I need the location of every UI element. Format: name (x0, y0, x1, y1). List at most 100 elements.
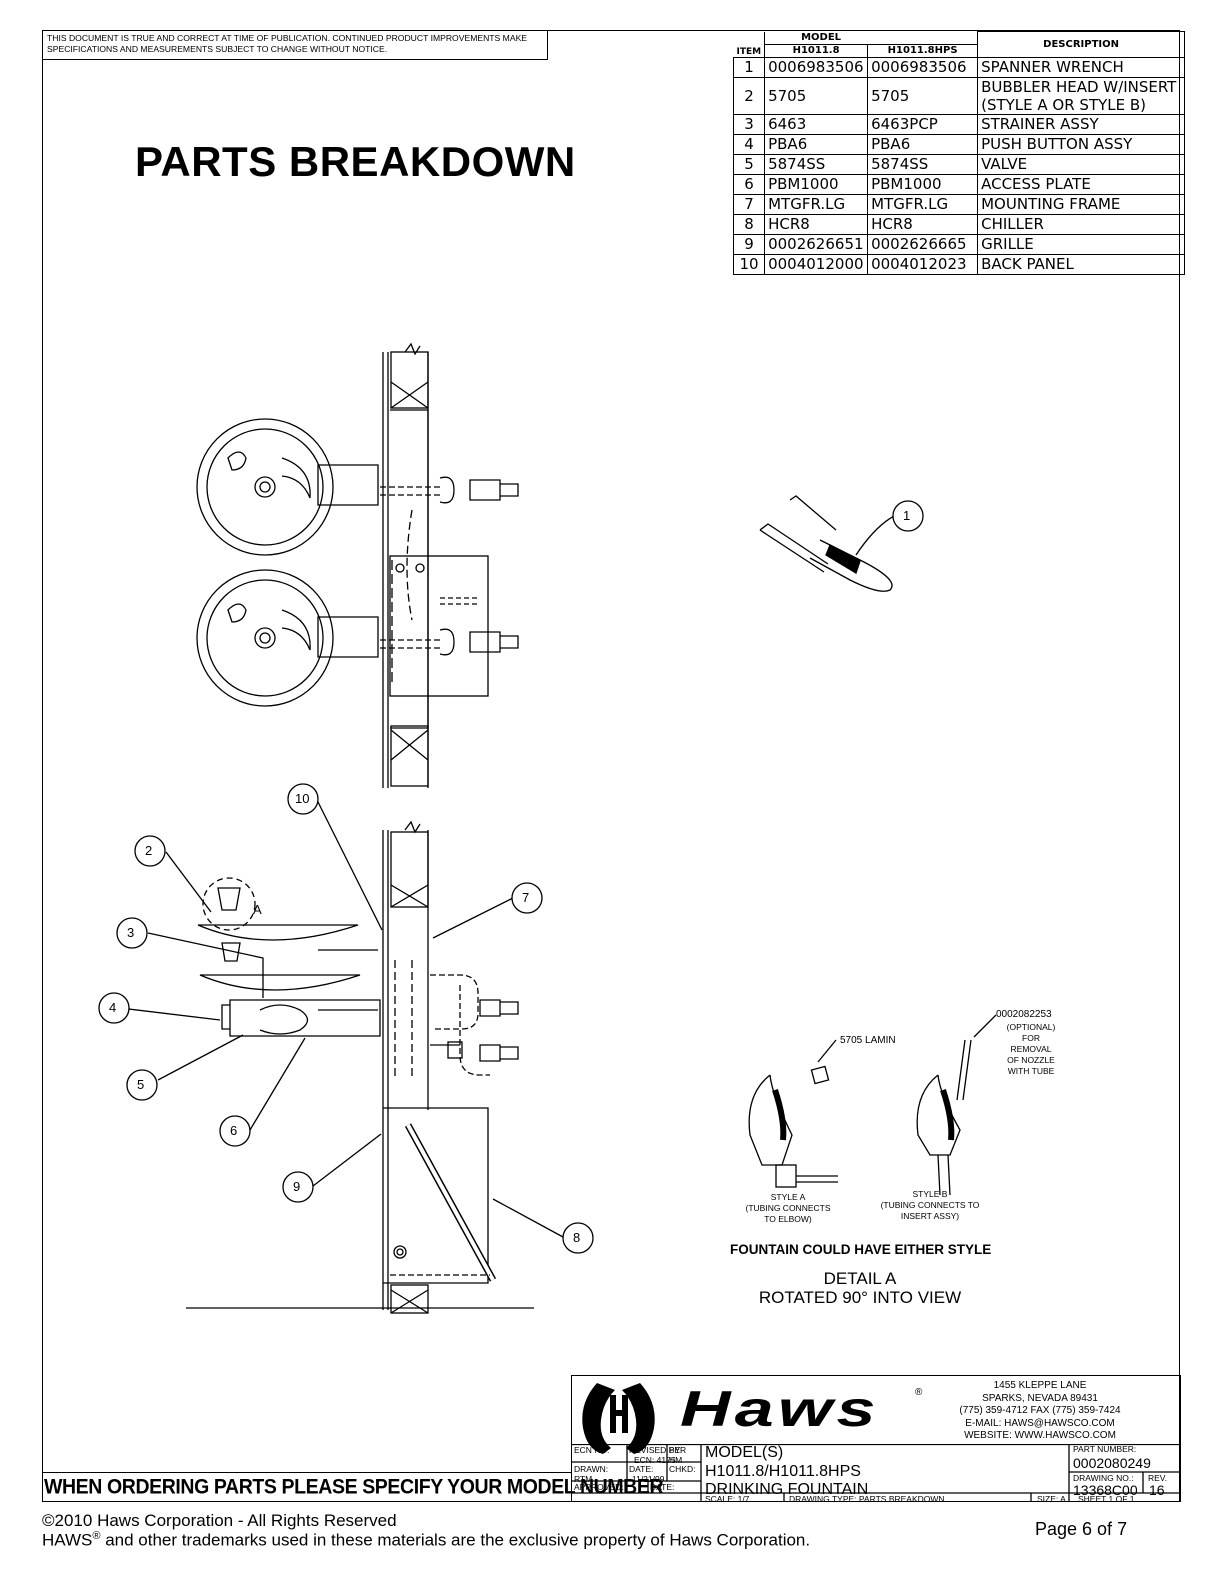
ordering-note: WHEN ORDERING PARTS PLEASE SPECIFY YOUR … (44, 1475, 664, 1499)
ecn-no-label: ECN NO. (574, 1445, 610, 1455)
date2-label: DATE: (650, 1482, 675, 1492)
drawn-value: RTM (574, 1474, 593, 1484)
description-text: PUSH BUTTON ASSY (981, 135, 1133, 153)
trademark-line: HAWS® and other trademarks used in these… (42, 1530, 811, 1550)
optional-note: (OPTIONAL) FOR REMOVAL OF NOZZLE WITH TU… (1006, 1022, 1056, 1076)
item-header: ITEM (733, 31, 766, 58)
callout-3-label: 3 (127, 925, 135, 940)
optional-part-number: 0002082253 (996, 1009, 1052, 1020)
model-b-cell: HCR8 (867, 213, 979, 235)
drawing-type-label: DRAWING TYPE: PARTS BREAKDOWN (789, 1494, 945, 1504)
description-text: MOUNTING FRAME (981, 195, 1121, 213)
drawing-no-value: 13368C00 (1073, 1482, 1138, 1498)
callout-10-bubble (287, 783, 319, 815)
detail-a-marker: A (253, 902, 262, 917)
title-block (571, 1375, 1181, 1502)
callout-7-bubble (511, 882, 543, 914)
copyright-line: ©2010 Haws Corporation - All Rights Rese… (42, 1511, 397, 1530)
description-cell: BACK PANEL (977, 253, 1186, 275)
sheet-label: SHEET 1 OF 1 (1078, 1494, 1135, 1504)
callout-5-bubble (126, 1069, 158, 1101)
callout-9-bubble (282, 1171, 314, 1203)
date-label: DATE: (629, 1464, 654, 1474)
disclaimer-box: THIS DOCUMENT IS TRUE AND CORRECT AT TIM… (42, 30, 548, 60)
ordering-note-box (42, 1472, 572, 1502)
description-text: VALVE (981, 155, 1028, 173)
revised-per-value: ECN: 4175 (634, 1455, 676, 1465)
approved-label: APPROVED: (574, 1482, 624, 1492)
by-value: HM (669, 1455, 683, 1465)
callout-8-label: 8 (573, 1230, 581, 1245)
size-label: SIZE: A (1037, 1494, 1066, 1504)
model-a-cell: 0006983506 (764, 56, 869, 78)
description-text-line2: (STYLE A OR STYLE B) (981, 95, 1147, 114)
page-number: Page 6 of 7 (1035, 1519, 1128, 1539)
description-text: SPANNER WRENCH (981, 58, 1124, 76)
callout-8-bubble (562, 1222, 594, 1254)
callout-10-label: 10 (295, 791, 310, 806)
model-a-cell: MTGFR.LG (764, 193, 869, 215)
model-a-cell: PBM1000 (764, 173, 869, 195)
callout-9-label: 9 (293, 1179, 301, 1194)
callout-4-label: 4 (109, 1000, 117, 1015)
models-label: MODEL(S) (705, 1444, 784, 1461)
model-a-cell: PBA6 (764, 133, 869, 155)
callout-2-bubble (134, 835, 166, 867)
haws-logo-text: Haws (680, 1381, 880, 1437)
model-a-cell: 0004012000 (764, 253, 869, 275)
model-b-cell: 0006983506 (867, 56, 979, 78)
by-label: BY: (669, 1445, 683, 1455)
detail-a-title: DETAIL A ROTATED 90° INTO VIEW (758, 1269, 962, 1307)
description-cell: SPANNER WRENCH (977, 56, 1186, 78)
page-title: PARTS BREAKDOWN (135, 138, 576, 185)
part-number-label: PART NUMBER: (1073, 1444, 1137, 1454)
chkd-label: CHKD: (669, 1464, 696, 1474)
drawing-no-label: DRAWING NO.: (1073, 1473, 1134, 1483)
company-address: 1455 KLEPPE LANE SPARKS, NEVADA 89431 (7… (959, 1380, 1121, 1441)
item-cell: 2 (732, 76, 766, 115)
models-value: H1011.8/H1011.8HPS (705, 1463, 861, 1480)
date-value: 11/21/99 (632, 1474, 665, 1484)
style-a-label: STYLE A (TUBING CONNECTS TO ELBOW) (745, 1192, 831, 1224)
description-text: BACK PANEL (981, 255, 1074, 273)
description-cell: CHILLER (977, 213, 1186, 235)
callout-1-label: 1 (903, 508, 911, 523)
callout-6-bubble (219, 1115, 251, 1147)
description-text: STRAINER ASSY (981, 115, 1099, 133)
lamin-label: 5705 LAMIN (840, 1035, 896, 1046)
item-cell: 10 (732, 253, 766, 275)
style-b-label: STYLE B (TUBING CONNECTS TO INSERT ASSY) (880, 1189, 980, 1221)
model-b-cell: 5705 (867, 76, 979, 115)
description-cell: BUBBLER HEAD W/INSERT(STYLE A OR STYLE B… (977, 76, 1186, 115)
description-cell: ACCESS PLATE (977, 173, 1186, 195)
description-text: CHILLER (981, 215, 1044, 233)
callout-5-label: 5 (137, 1077, 145, 1092)
callout-6-label: 6 (230, 1123, 238, 1138)
rev-value: 16 (1149, 1482, 1165, 1498)
scale-label: SCALE: 1/7 (705, 1494, 750, 1504)
either-style-note: FOUNTAIN COULD HAVE EITHER STYLE (730, 1242, 992, 1257)
callout-2-label: 2 (145, 843, 153, 858)
parts-table: ITEM MODEL DESCRIPTION H1011.8 H1011.8HP… (732, 31, 1186, 275)
callout-7-label: 7 (522, 890, 530, 905)
product-name: DRINKING FOUNTAIN (705, 1481, 869, 1498)
callout-4-bubble (98, 992, 130, 1024)
revised-per-label: REVISED PER (629, 1445, 687, 1455)
rev-label: REV. (1148, 1473, 1168, 1483)
description-text: BUBBLER HEAD W/INSERT (981, 77, 1177, 96)
model-b-cell: 5874SS (867, 153, 979, 175)
title-block-grid (571, 1444, 1181, 1502)
drawn-label: DRAWN: (574, 1464, 609, 1474)
registered-mark: ® (915, 1387, 923, 1398)
callout-3-bubble (116, 917, 148, 949)
model-b-cell: 0002626665 (867, 233, 979, 255)
